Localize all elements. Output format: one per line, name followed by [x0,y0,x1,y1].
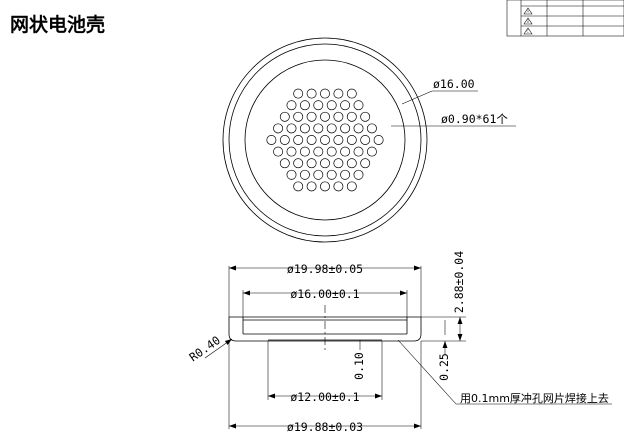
mesh-hole [320,88,330,99]
mesh-hole [273,146,284,157]
mesh-hole [340,100,351,111]
mesh-hole [326,146,337,157]
mesh-hole [286,100,297,111]
revision-row-c: C [523,27,533,35]
mesh-hole [340,123,351,134]
revision-row-a: A [523,7,533,15]
mesh-hole [273,123,284,134]
dim-top-diameter: ø19.98±0.05 [287,262,363,276]
mesh-hole [299,146,310,157]
mesh-hole [313,169,324,180]
mesh-hole [299,100,310,111]
mesh-area-circle [244,59,406,221]
mesh-hole [320,181,330,192]
title-block: A B C [506,0,624,37]
mesh-hole [346,135,357,145]
mesh-hole [366,123,377,134]
mesh-note: 用0.1mm厚冲孔网片焊接上去 [460,391,609,405]
mesh-hole [313,100,324,111]
mesh-hole [266,135,277,145]
dim-height: 2.88±0.04 [452,251,466,313]
mesh-hole [360,111,371,122]
mesh-hole [306,88,317,99]
mesh-hole [306,135,317,145]
mesh-hole [279,135,290,145]
outer-diameter-label: ø16.00 [433,77,475,91]
mesh-note-leader [397,339,457,405]
dim-overall-bottom-diameter: ø19.88±0.03 [287,420,363,434]
mesh-hole [373,135,384,145]
mesh-hole [346,111,357,122]
mesh-hole [326,123,337,134]
mesh-hole [333,158,344,169]
mesh-hole [333,111,344,122]
mesh-hole [360,158,371,169]
mesh-hole [286,146,297,157]
mesh-hole [299,169,310,180]
mesh-hole [346,88,357,99]
mesh-hole [340,146,351,157]
mesh-hole [286,169,297,180]
mesh-hole [366,146,377,157]
mesh-hole [293,181,304,192]
outer-rim-circle [222,37,428,243]
mesh-hole [320,158,330,169]
mesh-hole [306,158,317,169]
drawing-title: 网状电池壳 [10,13,105,36]
radius-leader [204,338,233,359]
dim-inner-diameter: ø16.00±0.1 [290,287,359,301]
mesh-hole [313,123,324,134]
mesh-hole [353,169,364,180]
rim-inner-circle [228,43,422,237]
mesh-hole [340,169,351,180]
mesh-hole [293,158,304,169]
mesh-hole [353,123,364,134]
mesh-holes [266,88,384,192]
mesh-hole [360,135,371,145]
mesh-hole [293,88,304,99]
mesh-hole [346,158,357,169]
dim-bottom-diameter: ø12.00±0.1 [290,390,359,404]
outer-diameter-leader [401,90,433,105]
mesh-hole [279,158,290,169]
mesh-hole [326,100,337,111]
mesh-hole [313,146,324,157]
revision-label-c: C [527,29,530,34]
mesh-hole [333,88,344,99]
revision-row-b: B [523,17,533,25]
mesh-hole [306,181,317,192]
mesh-hole [353,146,364,157]
mesh-hole [353,100,364,111]
mesh-hole [299,123,310,134]
dim-bottom-thickness: 0.10 [352,352,366,380]
mesh-hole [279,111,290,122]
top-view: ø16.00 ø0.90*61个 [222,37,516,243]
mesh-hole [333,135,344,145]
hole-label: ø0.90*61个 [441,112,508,126]
mesh-hole [320,111,330,122]
mesh-hole [326,169,337,180]
revision-label-b: B [527,19,530,24]
mesh-hole [320,135,330,145]
dim-wall-thickness: 0.25 [437,353,451,381]
mesh-hole [286,123,297,134]
mesh-hole [293,111,304,122]
revision-label-a: A [527,9,530,14]
side-view: ø19.98±0.05 ø16.00±0.1 ø12.00±0.1 ø19.88… [187,251,612,434]
dim-radius: R0.40 [187,333,223,364]
mesh-hole [346,181,357,192]
mesh-hole [333,181,344,192]
mesh-hole [293,135,304,145]
mesh-hole [306,111,317,122]
